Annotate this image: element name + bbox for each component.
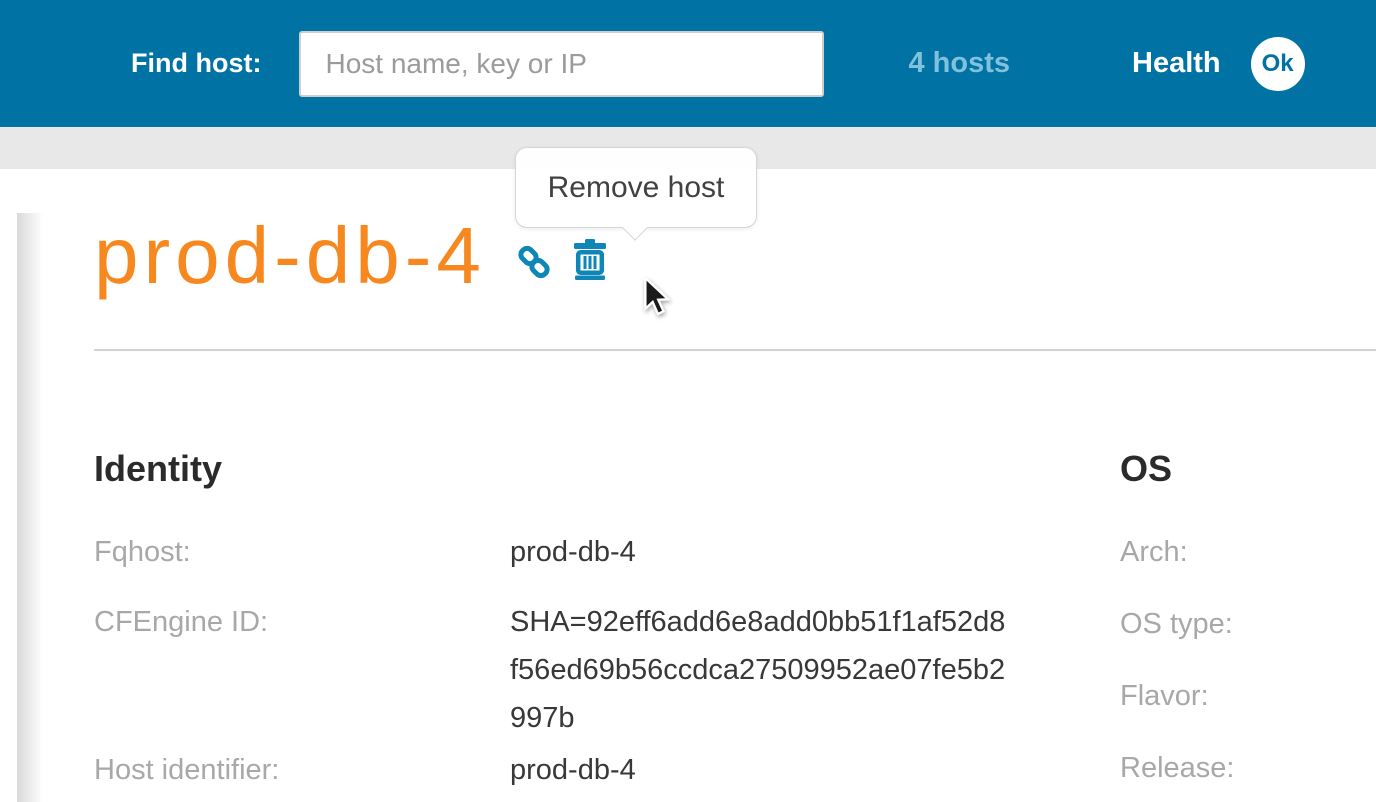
link-icon: [518, 245, 550, 279]
os-row-flavor: Flavor:: [1120, 672, 1376, 720]
divider: [94, 349, 1376, 351]
host-detail-panel: prod-db-4: [0, 213, 1376, 802]
remove-host-button[interactable]: [572, 239, 608, 281]
os-rows: Arch: OS type: Flavor: Release:: [1120, 528, 1376, 792]
os-row-arch: Arch:: [1120, 528, 1376, 576]
page-title: prod-db-4: [94, 211, 486, 300]
row-label: Arch:: [1120, 536, 1188, 568]
find-host-label: Find host:: [131, 48, 262, 78]
row-value: SHA=92eff6add6e8add0bb51f1af52d8f56ed69b…: [510, 606, 1006, 734]
host-link-button[interactable]: [516, 244, 552, 280]
identity-row-host-identifier: Host identifier: prod-db-4: [94, 746, 1120, 794]
hosts-count-link[interactable]: 4 hosts: [908, 47, 1010, 79]
remove-host-tooltip: Remove host: [515, 147, 757, 228]
row-label: CFEngine ID:: [94, 606, 269, 638]
row-value: prod-db-4: [510, 536, 636, 568]
trash-icon: [573, 239, 606, 280]
os-section: OS Arch: OS type: Flavor: R: [1120, 448, 1376, 802]
identity-row-cfengine-id: CFEngine ID: SHA=92eff6add6e8add0bb51f1a…: [94, 598, 1120, 742]
identity-rows: Fqhost: prod-db-4 CFEngine ID: SHA=92eff…: [94, 528, 1120, 794]
tooltip-text: Remove host: [547, 170, 725, 204]
identity-section: Identity Fqhost: prod-db-4 CFEngine ID: …: [94, 448, 1120, 802]
identity-row-fqhost: Fqhost: prod-db-4: [94, 528, 1120, 576]
panel-content: prod-db-4: [0, 213, 1376, 802]
os-heading: OS: [1120, 448, 1173, 489]
row-value: prod-db-4: [510, 754, 636, 786]
row-label: Fqhost:: [94, 536, 191, 568]
identity-heading: Identity: [94, 448, 223, 489]
info-columns: Identity Fqhost: prod-db-4 CFEngine ID: …: [94, 448, 1376, 802]
top-header: Find host: 4 hosts Health Ok: [0, 0, 1376, 127]
row-label: Release:: [1120, 752, 1235, 784]
health-status-badge[interactable]: Ok: [1250, 36, 1305, 91]
health-label: Health: [1132, 47, 1221, 79]
os-row-release: Release:: [1120, 744, 1376, 792]
row-label: OS type:: [1120, 608, 1233, 640]
os-row-os-type: OS type:: [1120, 600, 1376, 648]
row-label: Host identifier:: [94, 754, 280, 786]
row-label: Flavor:: [1120, 680, 1209, 712]
title-row: prod-db-4: [94, 213, 1376, 299]
search-input[interactable]: [299, 30, 825, 97]
